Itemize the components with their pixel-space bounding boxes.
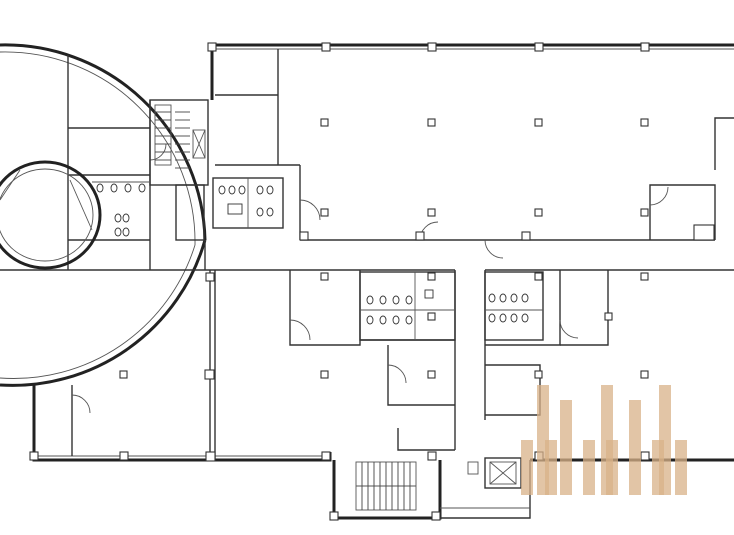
- elevator: [467, 457, 522, 489]
- door-swings: [71, 143, 669, 414]
- north-office-block: [204, 49, 734, 270]
- central-restrooms-west: [359, 271, 456, 341]
- north-staircase: [149, 99, 209, 241]
- rotunda-restrooms: [92, 181, 150, 237]
- bar-pattern-logo: [521, 385, 687, 495]
- north-restrooms: [212, 177, 284, 229]
- south-staircase: [332, 460, 531, 520]
- structural-columns: [29, 42, 715, 521]
- central-restrooms-east: [484, 271, 544, 341]
- atrium-circle: [0, 160, 102, 270]
- rotunda-wing: [0, 43, 207, 387]
